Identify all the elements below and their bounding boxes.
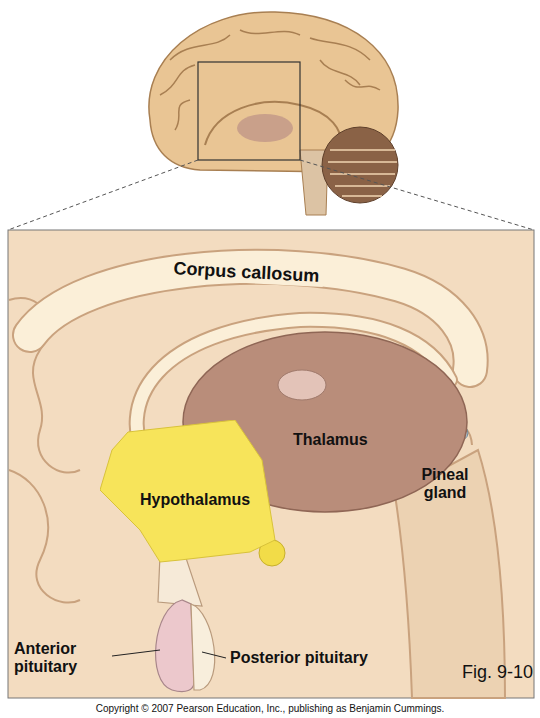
cerebellum-folia [328,150,397,196]
copyright-note: Copyright © 2007 Pearson Education, Inc.… [0,703,540,715]
cerebellum-small [322,127,398,203]
zoom-box [198,62,300,160]
thalamus-small [237,114,293,142]
anterior-pituitary [156,600,194,692]
region-label: Thalamus [293,431,368,449]
frontal-gyrus [9,470,80,603]
leader-line [112,650,160,656]
hypothalamus-region: Hypothalamus [100,420,276,566]
inset-panel [8,230,534,698]
structure-label: Pineal gland [413,466,477,503]
leader-line [202,652,226,658]
zoom-line [300,160,534,230]
posterior-pituitary [191,604,215,690]
pituitary-stalk [158,555,202,606]
region-label: Hypothalamus [140,491,250,509]
structure-label: Anterior pituitary [14,640,110,677]
figure-number: Fig. 9-10 [462,662,533,683]
zoom-line [8,160,198,230]
structure-label: Posterior pituitary [230,649,368,667]
corpus-callosum-small [205,102,341,150]
